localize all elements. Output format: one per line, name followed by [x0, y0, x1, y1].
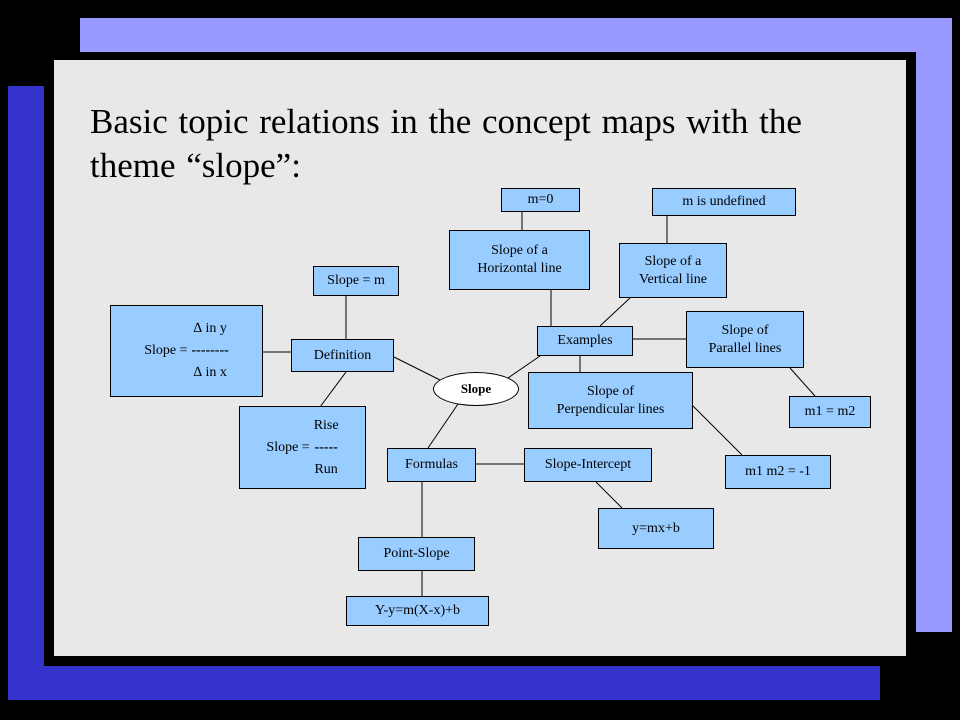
- edge-examples-vertical: [599, 297, 631, 327]
- node-m1-equals-m2-text: m1 = m2: [804, 404, 856, 419]
- node-slope-equals-m: Slope = m: [313, 266, 399, 296]
- node-horizontal-line: Slope of a Horizontal line: [449, 230, 590, 290]
- delta-numerator: ∆ in y: [193, 321, 227, 336]
- node-m1-m2-neg-one: m1 m2 = -1: [725, 455, 831, 489]
- rise-run-fraction: Slope = Rise ----- Run: [266, 415, 338, 481]
- node-vertical-line-l1: Slope of a: [644, 253, 702, 269]
- node-horizontal-line-l1: Slope of a: [491, 243, 548, 258]
- node-perpendicular-lines-l2: Perpendicular lines: [556, 401, 665, 417]
- node-slope: Slope: [433, 372, 519, 406]
- node-m-equals-zero-text: m=0: [527, 192, 554, 207]
- node-m-undefined: m is undefined: [652, 188, 796, 216]
- delta-bar: --------: [191, 343, 229, 358]
- delta-fraction: Slope = ∆ in y -------- ∆ in x: [144, 318, 229, 384]
- edge-perpendicular-m1m2neg: [691, 404, 743, 456]
- node-slope-intercept: Slope-Intercept: [524, 448, 652, 482]
- node-perpendicular-lines: Slope of Perpendicular lines: [528, 372, 693, 429]
- node-parallel-lines: Slope of Parallel lines: [686, 311, 804, 368]
- node-point-slope-formula-text: Y-y=m(X-x)+b: [375, 603, 460, 618]
- node-definition-text: Definition: [313, 347, 372, 363]
- edge-slope-formulas: [427, 403, 459, 449]
- node-delta-formula: Slope = ∆ in y -------- ∆ in x: [110, 305, 263, 397]
- rise-run-numerator: Rise: [313, 417, 339, 433]
- node-perpendicular-lines-l1: Slope of: [586, 383, 635, 399]
- node-y-mx-b: y=mx+b: [598, 508, 714, 549]
- edge-slope-intercept-ymxb: [595, 481, 623, 509]
- node-point-slope: Point-Slope: [358, 537, 475, 571]
- node-formulas: Formulas: [387, 448, 476, 482]
- node-point-slope-text: Point-Slope: [383, 546, 450, 561]
- delta-denominator: ∆ in x: [193, 365, 227, 380]
- node-definition: Definition: [291, 339, 394, 372]
- edge-slope-examples: [507, 355, 541, 379]
- node-vertical-line: Slope of a Vertical line: [619, 243, 727, 298]
- slide-title: Basic topic relations in the concept map…: [90, 102, 802, 185]
- node-slope-intercept-text: Slope-Intercept: [544, 457, 632, 472]
- node-parallel-lines-l1: Slope of: [721, 322, 769, 338]
- node-m1-m2-neg-one-text: m1 m2 = -1: [745, 464, 811, 479]
- node-examples: Examples: [537, 326, 633, 356]
- rise-run-label: Slope =: [266, 439, 310, 455]
- edge-slope-definition: [393, 356, 441, 381]
- edge-definition-rise-run: [319, 371, 347, 408]
- node-slope-equals-m-text: Slope = m: [327, 273, 385, 288]
- node-point-slope-formula: Y-y=m(X-x)+b: [346, 596, 489, 626]
- node-formulas-text: Formulas: [405, 457, 458, 472]
- node-examples-text: Examples: [557, 333, 613, 348]
- node-parallel-lines-l2: Parallel lines: [708, 340, 782, 356]
- node-rise-run-formula: Slope = Rise ----- Run: [239, 406, 366, 489]
- delta-label: Slope =: [144, 343, 188, 358]
- node-horizontal-line-l2: Horizontal line: [477, 261, 562, 276]
- node-m-equals-zero: m=0: [501, 188, 580, 212]
- node-m1-equals-m2: m1 = m2: [789, 396, 871, 428]
- rise-run-bar: -----: [314, 439, 338, 455]
- node-vertical-line-l2: Vertical line: [638, 271, 708, 287]
- node-y-mx-b-text: y=mx+b: [632, 520, 680, 536]
- edge-parallel-m1m2: [789, 367, 816, 397]
- node-m-undefined-text: m is undefined: [682, 194, 766, 209]
- rise-run-denominator: Run: [314, 461, 338, 477]
